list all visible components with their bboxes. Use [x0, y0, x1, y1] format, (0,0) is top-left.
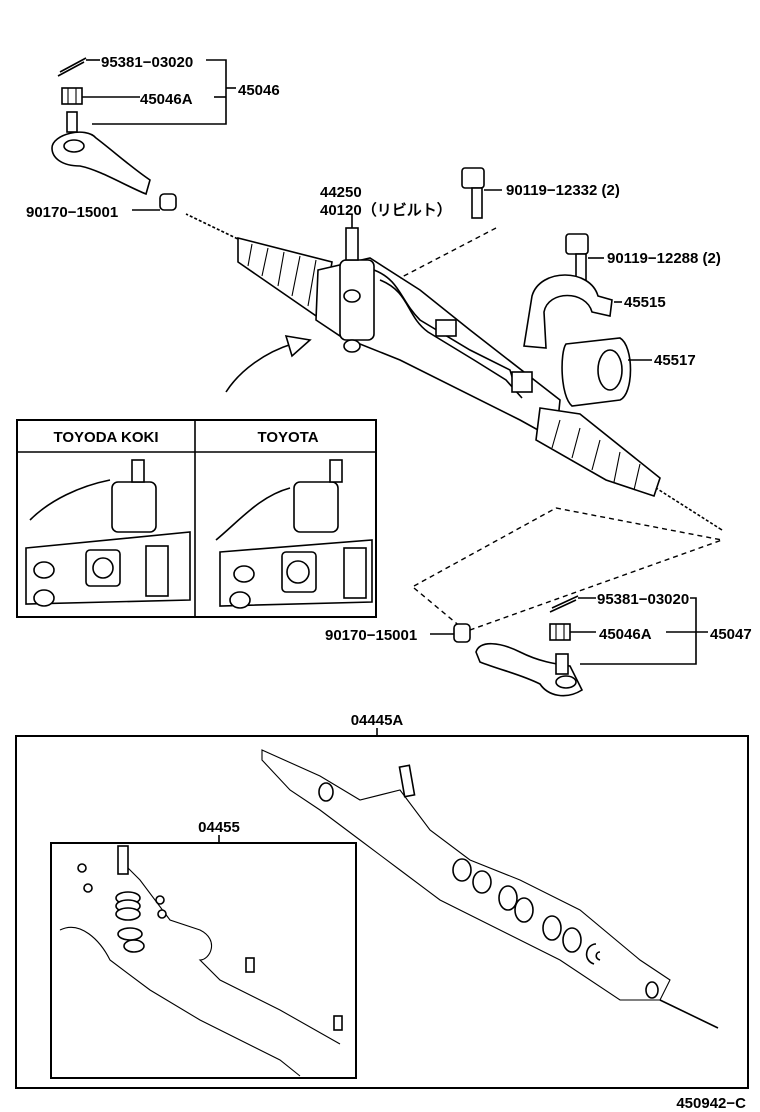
tie-rod-stud-upper: [66, 111, 78, 133]
bolt-bracket-part: [565, 233, 589, 255]
label-gear-assy-rebuilt: 40120（リビルト）: [320, 201, 452, 219]
label-gasket-kit: 04445A: [351, 712, 404, 729]
diagram-id: 450942−C: [676, 1095, 746, 1112]
label-bracket: 45515: [624, 294, 666, 311]
nut-lower-part: [549, 623, 571, 641]
mounting-hardware: 90119−12332 (2) 90119−12288 (2) 45515 45…: [399, 167, 721, 407]
variant-header-toyoda-koki: TOYODA KOKI: [53, 429, 158, 446]
variant-header-toyota: TOYOTA: [257, 429, 318, 446]
label-bushing: 45517: [654, 352, 696, 369]
label-nut-lower: 45046A: [599, 626, 652, 643]
label-boot-clamp-right: 90170−15001: [325, 627, 417, 644]
steering-gear-assembly: 44250 40120（リビルト）: [185, 184, 723, 531]
label-nut-upper: 45046A: [140, 91, 193, 108]
variant-sketch-toyota: [215, 459, 373, 609]
bolt-upper-part: [461, 167, 485, 189]
tie-rod-end-lower-assembly: 90170−15001 95381−03020 45046A 45047: [325, 507, 752, 697]
label-gear-assy: 44250: [320, 184, 362, 201]
variant-sketch-toyoda-koki: [25, 459, 191, 607]
variant-table: TOYODA KOKI TOYOTA: [16, 419, 377, 618]
seal-kit-box: 04455: [50, 819, 357, 1079]
bracket-part: [523, 274, 613, 349]
cotter-pin-upper-part: [57, 57, 87, 77]
label-seal-kit: 04455: [198, 819, 240, 836]
cotter-pin-lower-part: [549, 595, 579, 613]
right-boot-part: [535, 407, 661, 498]
nut-upper-part: [61, 87, 83, 105]
gasket-kit-box: 04445A 04455: [15, 712, 749, 1089]
boot-clamp-right-part: [453, 623, 471, 643]
label-tie-rod-end-lower: 45047: [710, 626, 752, 643]
tie-rod-end-upper-assembly: 95381−03020 45046A 45046 90170−15001: [26, 54, 280, 221]
label-bolt-bracket: 90119−12288 (2): [607, 250, 721, 267]
label-cotter-pin-lower: 95381−03020: [597, 591, 689, 608]
label-bolt-upper: 90119−12332 (2): [506, 182, 620, 199]
label-boot-clamp-left: 90170−15001: [26, 204, 118, 221]
label-tie-rod-end-upper: 45046: [238, 82, 280, 99]
label-cotter-pin-upper: 95381−03020: [101, 54, 193, 71]
boot-clamp-left-part: [159, 193, 177, 211]
pinion-shaft-part: [345, 227, 359, 261]
